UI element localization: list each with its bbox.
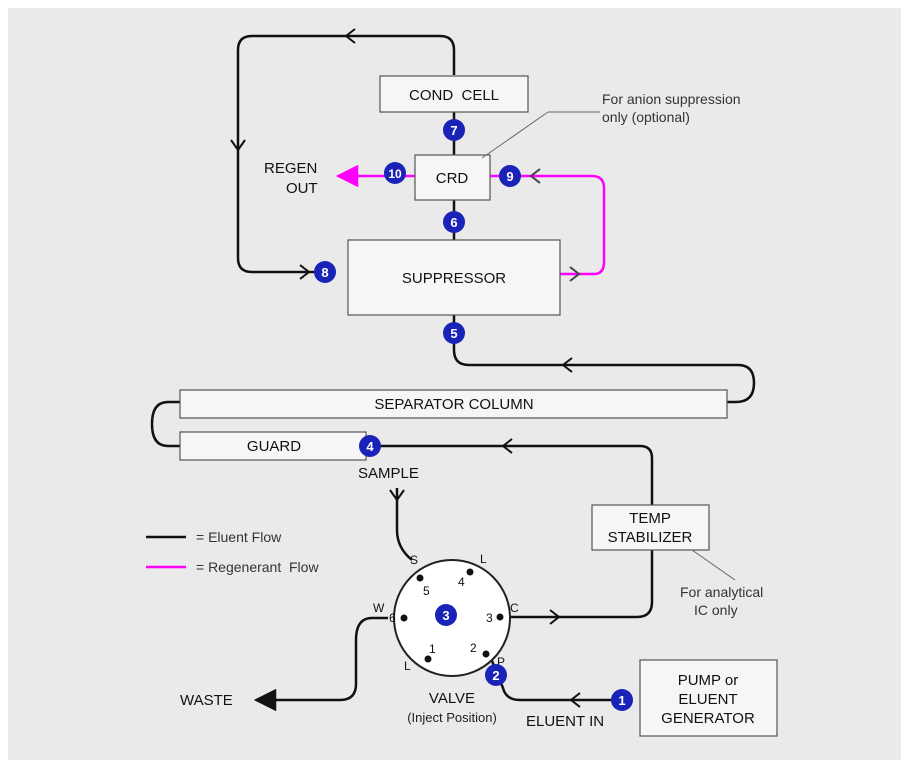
return-loop-line xyxy=(236,34,456,274)
badge-7: 7 xyxy=(443,119,465,141)
valve-port-dot-3 xyxy=(496,613,504,621)
waste-line xyxy=(253,616,388,712)
regen-out-label-1: REGEN xyxy=(264,160,317,177)
valve-port-dot-4 xyxy=(466,568,474,576)
badge-4: 4 xyxy=(359,435,381,457)
sample-line xyxy=(395,488,413,561)
suppressor-to-column-line xyxy=(452,315,756,404)
badge-1: 1 xyxy=(611,689,633,711)
valve-port-6: 6 xyxy=(389,611,396,625)
crd-note-line-1: For anion suppression xyxy=(602,91,741,107)
valve-port-1: 1 xyxy=(429,642,436,656)
regen-return-line xyxy=(540,174,606,276)
legend-eluent-label: = Eluent Flow xyxy=(196,529,282,545)
valve-port-dot-2 xyxy=(482,650,490,658)
valve-port-dot-5 xyxy=(416,574,424,582)
temp-note: For analytical IC only xyxy=(680,549,763,618)
crd-box: CRD xyxy=(414,154,491,201)
temp-note-line-2: IC only xyxy=(694,602,738,618)
badge-3: 3 xyxy=(435,604,457,626)
valve-port-S: S xyxy=(410,553,418,567)
valve-port-L-bottom: L xyxy=(404,659,411,673)
valve-port-C: C xyxy=(510,601,519,615)
legend-regenerant-label: = Regenerant Flow xyxy=(196,559,319,575)
pump-box: PUMP or ELUENT GENERATOR xyxy=(639,659,778,737)
svg-text:10: 10 xyxy=(388,167,402,181)
flow-arrowheads xyxy=(230,28,581,708)
valve-label-1: VALVE xyxy=(429,690,475,707)
separator-column-box: SEPARATOR COLUMN xyxy=(179,389,728,419)
svg-text:5: 5 xyxy=(450,326,457,341)
badge-9: 9 xyxy=(499,165,521,187)
stabilizer-to-valve-line xyxy=(500,550,654,619)
temp-stabilizer-box: TEMP STABILIZER xyxy=(591,504,710,551)
valve-port-2: 2 xyxy=(470,641,477,655)
crd-note: For anion suppression only (optional) xyxy=(481,91,741,159)
badge-6: 6 xyxy=(443,211,465,233)
temp-stabilizer-label-1: TEMP xyxy=(629,510,671,527)
legend: = Eluent Flow = Regenerant Flow xyxy=(146,529,319,575)
svg-text:2: 2 xyxy=(492,668,499,683)
guard-label: GUARD xyxy=(247,438,301,455)
suppressor-box: SUPPRESSOR xyxy=(347,239,561,316)
arrow-top-loop xyxy=(344,28,356,44)
svg-text:1: 1 xyxy=(618,693,625,708)
waste-label: WASTE xyxy=(180,692,233,709)
svg-text:7: 7 xyxy=(450,123,457,138)
svg-text:6: 6 xyxy=(450,215,457,230)
guard-to-stabilizer-line xyxy=(366,444,654,505)
valve-port-4: 4 xyxy=(458,575,465,589)
arrow-guard-stabilizer xyxy=(501,438,513,454)
suppressor-label: SUPPRESSOR xyxy=(402,270,506,287)
valve-port-L-top: L xyxy=(480,552,487,566)
arrow-regen-out-suppressor xyxy=(569,266,581,282)
svg-text:4: 4 xyxy=(366,439,374,454)
sample-label: SAMPLE xyxy=(358,465,419,482)
arrow-into-suppressor xyxy=(299,264,311,280)
arrow-regen-into-crd xyxy=(529,168,541,184)
crd-note-line-2: only (optional) xyxy=(602,109,690,125)
eluent-in-line xyxy=(488,655,618,702)
valve-port-W: W xyxy=(373,601,385,615)
valve-port-dot-1 xyxy=(424,655,432,663)
regen-out-label-2: OUT xyxy=(286,180,318,197)
pump-label-3: GENERATOR xyxy=(661,710,755,727)
pump-label-1: PUMP or xyxy=(678,672,739,689)
cond-cell-label: COND CELL xyxy=(409,87,499,104)
badge-8: 8 xyxy=(314,261,336,283)
temp-note-line-1: For analytical xyxy=(680,584,763,600)
column-to-guard-loop-line xyxy=(150,400,180,448)
badge-5: 5 xyxy=(443,322,465,344)
step-badges: 1 2 3 4 5 6 7 8 9 10 xyxy=(314,119,633,711)
svg-text:3: 3 xyxy=(442,608,449,623)
valve-port-5: 5 xyxy=(423,584,430,598)
crd-label: CRD xyxy=(436,170,469,187)
guard-box: GUARD xyxy=(179,431,367,461)
arrow-column-loop xyxy=(561,357,573,373)
pump-label-2: ELUENT xyxy=(678,691,737,708)
regen-arrowheads xyxy=(529,168,581,282)
valve-label-2: (Inject Position) xyxy=(407,710,497,725)
arrow-to-valve xyxy=(549,609,561,625)
arrow-eluent-in xyxy=(569,692,581,708)
valve-port-dot-6 xyxy=(400,614,408,622)
valve-port-P: P xyxy=(497,655,505,669)
svg-text:9: 9 xyxy=(506,169,513,184)
badge-10: 10 xyxy=(384,162,406,184)
svg-text:8: 8 xyxy=(321,265,328,280)
separator-column-label: SEPARATOR COLUMN xyxy=(374,396,533,413)
eluent-in-label: ELUENT IN xyxy=(526,713,604,730)
badge-2: 2 xyxy=(485,664,507,686)
temp-stabilizer-label-2: STABILIZER xyxy=(608,529,693,546)
arrow-sample-down xyxy=(389,489,405,502)
arrow-left-down xyxy=(230,139,246,152)
valve-port-3: 3 xyxy=(486,611,493,625)
cond-cell-box: COND CELL xyxy=(379,75,529,113)
